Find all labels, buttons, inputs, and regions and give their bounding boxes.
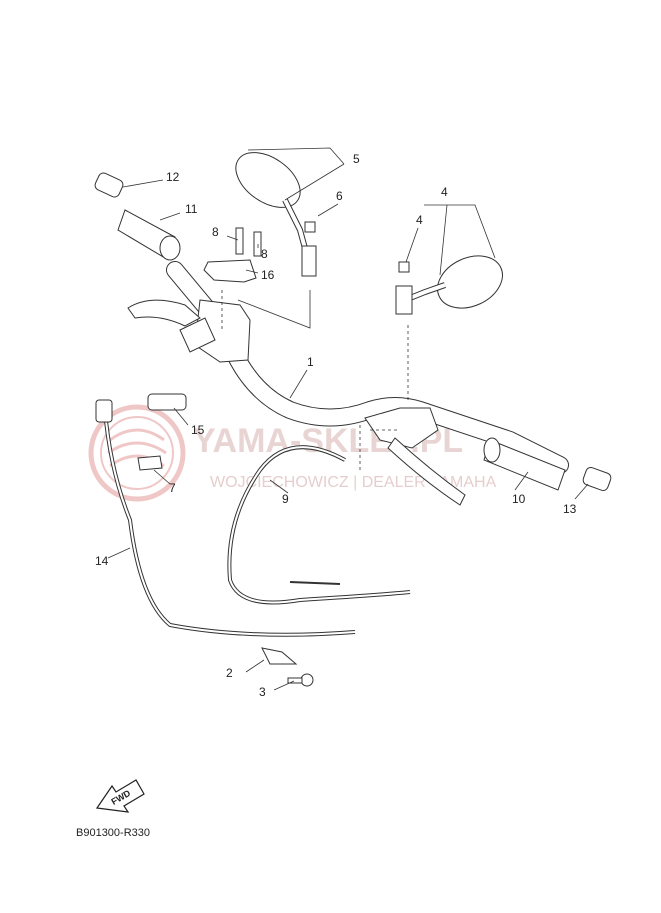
callout-8-left: 8 bbox=[212, 225, 219, 239]
left-bar-end-weight bbox=[94, 172, 124, 198]
callout-labels: 1 10 11 12 13 14 15 16 8 8 9 2 3 4 4 5 6… bbox=[95, 152, 577, 699]
right-grip bbox=[483, 437, 566, 491]
callout-9: 9 bbox=[282, 492, 289, 506]
callout-5: 14 bbox=[95, 554, 109, 568]
handlebar bbox=[166, 261, 569, 474]
clutch-cable bbox=[95, 399, 356, 637]
forward-arrow-icon: FWD bbox=[95, 779, 145, 813]
right-mirror bbox=[395, 255, 503, 315]
throttle-cable bbox=[227, 445, 411, 605]
callout-3: 11 bbox=[185, 202, 198, 216]
callout-10: 2 bbox=[226, 666, 233, 680]
left-grip bbox=[117, 209, 181, 261]
callout-2: 10 bbox=[512, 492, 526, 506]
left-switch-assembly bbox=[127, 299, 251, 411]
callout-7: 16 bbox=[261, 268, 275, 282]
right-bar-end-weight bbox=[582, 467, 612, 491]
right-switch-assembly bbox=[364, 407, 466, 506]
callout-15: 6 bbox=[336, 189, 343, 203]
callout-14: 5 bbox=[353, 152, 360, 166]
callout-11: 3 bbox=[259, 685, 266, 699]
holder-bolts bbox=[235, 227, 262, 257]
callout-1: 1 bbox=[307, 355, 314, 369]
callout-4-right: 13 bbox=[563, 502, 577, 516]
callout-12: 4 bbox=[441, 185, 448, 199]
leader-lines bbox=[107, 147, 589, 691]
callout-4-left: 12 bbox=[166, 170, 180, 184]
left-mirror bbox=[235, 152, 317, 277]
guide-bolt bbox=[287, 673, 314, 687]
diagram-code: B901300-R330 bbox=[76, 827, 150, 839]
callout-6: 15 bbox=[191, 423, 205, 437]
cable-guide bbox=[261, 647, 298, 665]
callout-13: 4 bbox=[416, 213, 423, 227]
callout-16: 7 bbox=[169, 481, 176, 495]
upper-handlebar-holder bbox=[203, 259, 257, 283]
callout-8-right: 8 bbox=[261, 247, 268, 261]
wire-clamp bbox=[137, 455, 163, 471]
